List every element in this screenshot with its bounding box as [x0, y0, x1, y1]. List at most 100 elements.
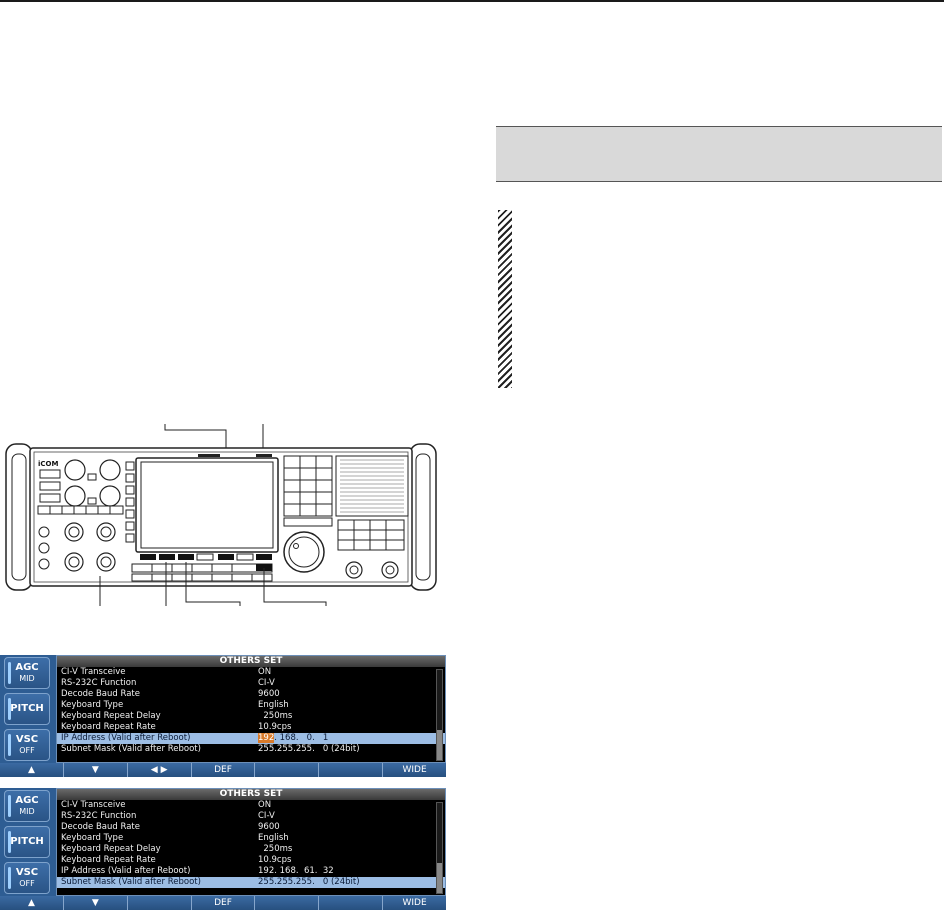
agc-label: AGC [15, 662, 39, 673]
agc-value: MID [19, 807, 35, 816]
row-value: 255.255.255. 0 (24bit) [258, 877, 360, 887]
led-indicator [8, 795, 11, 817]
fkey-left-right[interactable]: ◀ ▶ [127, 763, 192, 777]
side-button-column: AGC MID PITCH VSC OFF [0, 788, 52, 895]
row-value: 192. 168. 61. 32 [258, 866, 334, 876]
row-value: 10.9cps [258, 722, 292, 732]
vsc-label: VSC [15, 867, 39, 878]
row-value: English [258, 833, 289, 843]
row-value: 192. 168. 0. 1 [258, 733, 328, 744]
agc-button[interactable]: AGC MID [4, 790, 50, 822]
menu-row[interactable]: IP Address (Valid after Reboot) 192. 168.… [57, 866, 445, 877]
others-set-menu: OTHERS SET CI-V Transceive ON RS-232C Fun… [56, 655, 446, 763]
led-indicator [8, 698, 11, 720]
menu-row[interactable]: Subnet Mask (Valid after Reboot) 255.255.… [57, 744, 445, 755]
menu-row[interactable]: Keyboard Type English [57, 833, 445, 844]
row-value-rest: . 168. 0. 1 [274, 733, 329, 743]
row-label: IP Address (Valid after Reboot) [61, 733, 191, 743]
scrollbar[interactable] [436, 669, 443, 761]
fkey-def[interactable]: DEF [191, 763, 256, 777]
row-label: CI-V Transceive [61, 667, 126, 677]
lcd-screen-1: AGC MID PITCH VSC OFF OTHERS SET CI-V Tr… [0, 655, 446, 777]
row-label: Keyboard Type [61, 833, 124, 843]
row-label: RS-232C Function [61, 678, 137, 688]
row-label: IP Address (Valid after Reboot) [61, 866, 191, 876]
fkey-blank-6[interactable] [319, 896, 384, 910]
row-value: 250ms [258, 844, 293, 854]
row-value: 9600 [258, 689, 280, 699]
row-value: 250ms [258, 711, 293, 721]
menu-row[interactable]: Keyboard Repeat Delay 250ms [57, 711, 445, 722]
hatched-margin-bar [498, 210, 512, 388]
scrollbar-thumb[interactable] [437, 730, 442, 760]
menu-row[interactable]: CI-V Transceive ON [57, 800, 445, 811]
row-label: Keyboard Repeat Rate [61, 855, 156, 865]
fkey-wide[interactable]: WIDE [383, 896, 446, 910]
row-value: English [258, 700, 289, 710]
pitch-button[interactable]: PITCH [4, 693, 50, 725]
vsc-button[interactable]: VSC OFF [4, 729, 50, 761]
led-indicator [8, 734, 11, 756]
agc-value: MID [19, 674, 35, 683]
menu-row[interactable]: CI-V Transceive ON [57, 667, 445, 678]
function-key-bar: ▲ ▼ DEF WIDE [0, 896, 446, 910]
menu-title: OTHERS SET [57, 789, 445, 800]
fkey-blank-5[interactable] [255, 896, 320, 910]
menu-row[interactable]: Keyboard Type English [57, 700, 445, 711]
function-key-bar: ▲ ▼ ◀ ▶ DEF WIDE [0, 763, 446, 777]
brand-logo: iCOM [38, 460, 58, 468]
row-label: CI-V Transceive [61, 800, 126, 810]
menu-row[interactable]: Keyboard Repeat Rate 10.9cps [57, 722, 445, 733]
menu-row-selected[interactable]: IP Address (Valid after Reboot) 192. 168.… [57, 733, 445, 744]
radio-drawing: iCOM [5, 424, 437, 606]
vsc-button[interactable]: VSC OFF [4, 862, 50, 894]
led-indicator [8, 867, 11, 889]
row-value: 10.9cps [258, 855, 292, 865]
vsc-value: OFF [19, 746, 35, 755]
scrollbar[interactable] [436, 802, 443, 894]
row-label: Decode Baud Rate [61, 689, 140, 699]
row-value: ON [258, 800, 272, 810]
menu-row[interactable]: Decode Baud Rate 9600 [57, 689, 445, 700]
led-indicator [8, 662, 11, 684]
side-button-column: AGC MID PITCH VSC OFF [0, 655, 52, 762]
row-value: 9600 [258, 822, 280, 832]
vsc-label: VSC [15, 734, 39, 745]
fkey-down[interactable]: ▼ [63, 763, 128, 777]
pitch-button[interactable]: PITCH [4, 826, 50, 858]
row-label: RS-232C Function [61, 811, 137, 821]
menu-row[interactable]: Keyboard Repeat Rate 10.9cps [57, 855, 445, 866]
agc-label: AGC [15, 795, 39, 806]
menu-row-selected[interactable]: Subnet Mask (Valid after Reboot) 255.255.… [57, 877, 445, 888]
led-indicator [8, 831, 11, 853]
row-value: 255.255.255. 0 (24bit) [258, 744, 360, 754]
row-value: ON [258, 667, 272, 677]
vsc-value: OFF [19, 879, 35, 888]
fkey-wide[interactable]: WIDE [383, 763, 446, 777]
fkey-blank-6[interactable] [319, 763, 384, 777]
agc-button[interactable]: AGC MID [4, 657, 50, 689]
radio-front-panel-illustration: iCOM [0, 410, 440, 610]
row-label: Keyboard Repeat Rate [61, 722, 156, 732]
top-rule [0, 0, 944, 2]
row-label: Keyboard Type [61, 700, 124, 710]
lcd-screen-2: AGC MID PITCH VSC OFF OTHERS SET CI-V Tr… [0, 788, 446, 910]
scrollbar-thumb[interactable] [437, 863, 442, 893]
row-label: Subnet Mask (Valid after Reboot) [61, 877, 201, 887]
fkey-blank-5[interactable] [255, 763, 320, 777]
menu-title: OTHERS SET [57, 656, 445, 667]
fkey-down[interactable]: ▼ [63, 896, 128, 910]
note-box [496, 126, 942, 182]
fkey-blank-3[interactable] [127, 896, 192, 910]
row-label: Keyboard Repeat Delay [61, 711, 161, 721]
edit-cursor-value: 192 [258, 733, 275, 743]
fkey-def[interactable]: DEF [191, 896, 256, 910]
fkey-up[interactable]: ▲ [0, 896, 64, 910]
menu-row[interactable]: Keyboard Repeat Delay 250ms [57, 844, 445, 855]
others-set-menu: OTHERS SET CI-V Transceive ON RS-232C Fun… [56, 788, 446, 896]
fkey-up[interactable]: ▲ [0, 763, 64, 777]
row-label: Subnet Mask (Valid after Reboot) [61, 744, 201, 754]
